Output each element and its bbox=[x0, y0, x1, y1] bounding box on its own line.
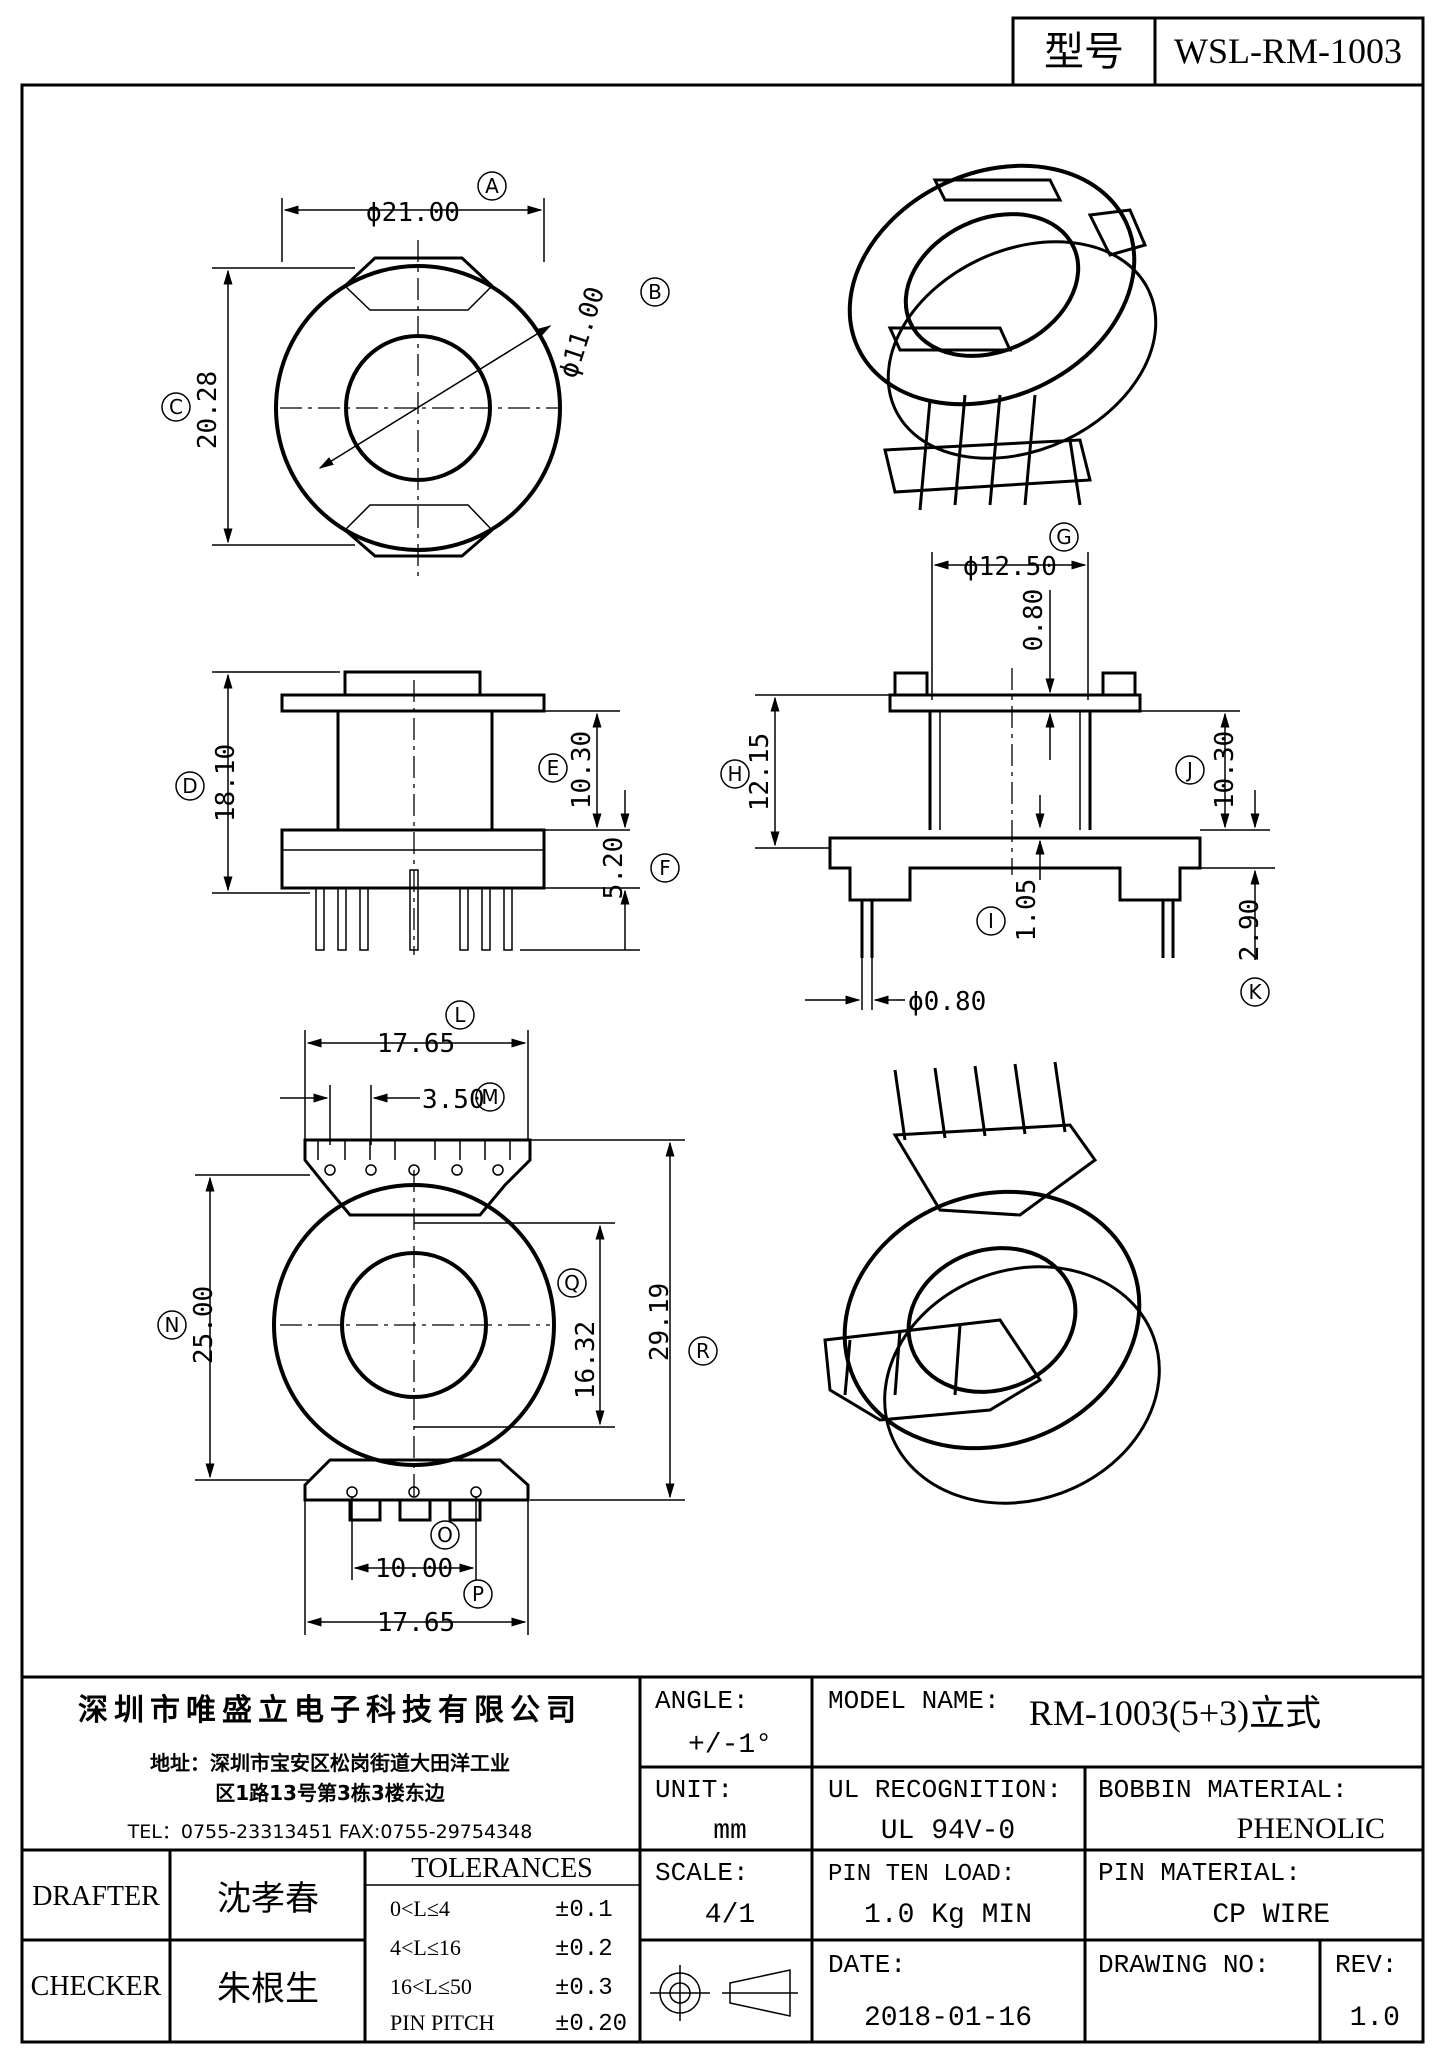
top-view: ϕ21.00 A ϕ11.00 B 20.28 C bbox=[161, 171, 670, 578]
dim-n-tag: N bbox=[165, 1313, 180, 1337]
ul-label: UL RECOGNITION: bbox=[828, 1775, 1062, 1805]
dim-f-value: 5.20 bbox=[599, 837, 629, 900]
bobbin-value: PHENOLIC bbox=[1237, 1812, 1385, 1845]
pin-load-label: PIN TEN LOAD: bbox=[828, 1861, 1015, 1888]
model-value: WSL-RM-1003 bbox=[1174, 31, 1402, 71]
drafter-name: 沈孝春 bbox=[217, 1879, 319, 1919]
iso-bottom-top-pins bbox=[893, 1061, 1067, 1141]
dim-f-tag: F bbox=[659, 856, 671, 880]
dim-j-tag: J bbox=[1185, 758, 1193, 782]
unit-label: UNIT: bbox=[655, 1775, 733, 1805]
model-label: 型号 bbox=[1044, 29, 1124, 75]
isometric-view-top bbox=[847, 163, 1158, 511]
rev-value: 1.0 bbox=[1350, 2003, 1400, 2034]
dim-a-tag: A bbox=[485, 174, 499, 198]
dim-r-tag: R bbox=[696, 1339, 710, 1363]
tolerances-label: TOLERANCES bbox=[411, 1853, 593, 1884]
dim-i-tag: I bbox=[988, 909, 994, 933]
angle-label: ANGLE: bbox=[655, 1686, 749, 1716]
bottom-view-top-pins bbox=[324, 1164, 504, 1176]
rev-label: REV: bbox=[1335, 1950, 1397, 1980]
dim-e-tag: E bbox=[547, 756, 560, 780]
date-label: DATE: bbox=[828, 1950, 906, 1980]
dim-k-tag: K bbox=[1248, 980, 1262, 1004]
tolerance-range: 4<L≤16 bbox=[390, 1935, 461, 1960]
dim-o-tag: O bbox=[437, 1523, 453, 1547]
dim-l-tag: L bbox=[454, 1003, 466, 1027]
date-value: 2018-01-16 bbox=[864, 2003, 1032, 2034]
model-name-label: MODEL NAME: bbox=[828, 1686, 1000, 1716]
angle-value: +/-1° bbox=[688, 1730, 772, 1761]
tolerance-range: 0<L≤4 bbox=[390, 1896, 450, 1921]
checker-label: CHECKER bbox=[31, 1971, 162, 2002]
projection-symbol bbox=[650, 1965, 798, 2021]
isometric-view-bottom bbox=[823, 1061, 1161, 1505]
tolerance-value: ±0.1 bbox=[555, 1897, 613, 1924]
pin-material-label: PIN MATERIAL: bbox=[1098, 1858, 1301, 1888]
dim-r-value: 29.19 bbox=[645, 1283, 675, 1361]
dim-a-value: ϕ21.00 bbox=[366, 198, 460, 228]
company-name: 深圳市唯盛立电子科技有限公司 bbox=[78, 1693, 582, 1728]
checker-name: 朱根生 bbox=[217, 1969, 319, 2009]
drafter-label: DRAFTER bbox=[32, 1881, 160, 1912]
tolerance-value: ±0.2 bbox=[555, 1936, 613, 1963]
dim-m-tag: M bbox=[481, 1085, 498, 1109]
bobbin-label: BOBBIN MATERIAL: bbox=[1098, 1775, 1348, 1805]
ul-value: UL 94V-0 bbox=[881, 1816, 1015, 1847]
unit-value: mm bbox=[713, 1816, 747, 1847]
dim-k-value: 2.90 bbox=[1235, 899, 1265, 962]
dim-h-tag: H bbox=[727, 762, 742, 786]
dim-l-value: 17.65 bbox=[377, 1029, 455, 1059]
dim-q-tag: Q bbox=[564, 1271, 580, 1295]
dim-g2-value: 0.80 bbox=[1019, 589, 1049, 652]
tolerance-value: ±0.3 bbox=[555, 1975, 613, 2002]
dim-d-tag: D bbox=[182, 774, 197, 798]
dim-q-value: 16.32 bbox=[571, 1321, 601, 1399]
dim-j-value: 10.30 bbox=[1210, 731, 1240, 809]
dim-b-tag: B bbox=[648, 280, 662, 304]
pin-load-value: 1.0 Kg MIN bbox=[864, 1900, 1032, 1931]
tolerance-range: PIN PITCH bbox=[390, 2010, 495, 2035]
dim-m-value: 3.50 bbox=[422, 1085, 485, 1115]
dim-n-value: 25.00 bbox=[189, 1286, 219, 1364]
dim-c-value: 20.28 bbox=[193, 371, 223, 449]
tolerance-value: ±0.20 bbox=[555, 2011, 627, 2038]
dim-d-value: 18.10 bbox=[211, 744, 241, 822]
side-view: ϕ12.50 G 0.80 12.15 H 10.30 J 1.05 I 2.9… bbox=[720, 522, 1275, 1017]
dim-pin-dia-value: ϕ0.80 bbox=[908, 987, 986, 1017]
drawing-no-label: DRAWING NO: bbox=[1098, 1950, 1270, 1980]
front-view: 18.10 D 10.30 E 5.20 F bbox=[175, 670, 680, 955]
iso-bottom-side-pins bbox=[843, 1324, 962, 1396]
tolerance-range: 16<L≤50 bbox=[390, 1974, 472, 1999]
dim-o-value: 10.00 bbox=[375, 1554, 453, 1584]
scale-label: SCALE: bbox=[655, 1858, 749, 1888]
address-line-1: 地址：深圳市宝安区松岗街道大田洋工业 bbox=[150, 1751, 510, 1775]
dim-h-value: 12.15 bbox=[745, 733, 775, 811]
address-line-2: 区1路13号第3栋3楼东边 bbox=[215, 1781, 446, 1805]
dim-p-value: 17.65 bbox=[377, 1608, 455, 1638]
bottom-view: 17.65 L 3.50 M 25.00 N 16.32 Q 29.19 R bbox=[157, 1000, 718, 1638]
sheet-border bbox=[20, 83, 1425, 2044]
contact-line: TEL：0755-23313451 FAX:0755-29754348 bbox=[127, 1821, 533, 1843]
model-name-value: RM-1003(5+3)立式 bbox=[1029, 1693, 1321, 1733]
iso-top-pins bbox=[918, 394, 1082, 511]
dim-p-tag: P bbox=[472, 1582, 484, 1606]
dim-b-value: ϕ11.00 bbox=[554, 283, 612, 382]
tolerance-table: 0<L≤4 ±0.1 4<L≤16 ±0.2 16<L≤50 ±0.3 PIN … bbox=[390, 1896, 627, 2038]
header-model-box: 型号 WSL-RM-1003 bbox=[1011, 16, 1425, 87]
title-block: 深圳市唯盛立电子科技有限公司 地址：深圳市宝安区松岗街道大田洋工业 区1路13号… bbox=[22, 1675, 1423, 2042]
dim-e-value: 10.30 bbox=[567, 731, 597, 809]
pin-material-value: CP WIRE bbox=[1212, 1900, 1330, 1931]
dim-i-value: 1.05 bbox=[1012, 879, 1042, 942]
scale-value: 4/1 bbox=[705, 1900, 755, 1931]
dim-g-tag: G bbox=[1056, 525, 1072, 549]
dim-g-value: ϕ12.50 bbox=[963, 552, 1057, 582]
dim-c-tag: C bbox=[169, 395, 183, 419]
